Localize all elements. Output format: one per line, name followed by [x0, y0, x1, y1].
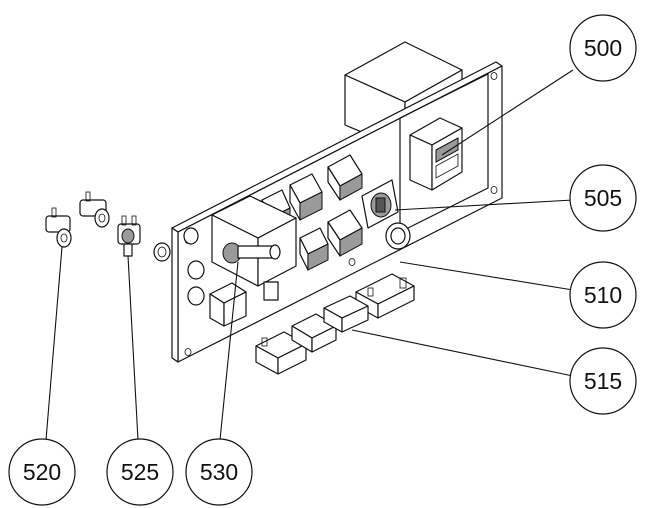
callout-label: 515	[584, 368, 622, 394]
solenoid-valves-515	[255, 295, 369, 375]
valve-525	[117, 215, 141, 257]
cable-gland	[385, 222, 411, 250]
lower-left-box	[209, 282, 247, 327]
rotary-switch-505	[361, 179, 399, 229]
callout-label: 520	[23, 459, 61, 485]
callout-520: 520	[8, 438, 76, 506]
fitting	[187, 260, 205, 280]
callout-label: 510	[584, 282, 622, 308]
mounting-hole	[348, 258, 356, 266]
leader-500	[441, 69, 574, 156]
callout-500: 500	[569, 14, 637, 82]
callout-515: 515	[569, 347, 637, 415]
callout-530: 530	[185, 438, 253, 506]
leader-530	[219, 261, 239, 441]
leader-505	[394, 199, 574, 211]
callout-525: 525	[106, 438, 174, 506]
valve-module	[299, 227, 329, 271]
leader-510	[399, 261, 574, 291]
fitting	[153, 242, 171, 262]
valve-module	[327, 154, 363, 201]
callout-510: 510	[569, 261, 637, 329]
callout-label: 525	[121, 459, 159, 485]
mounting-hole	[184, 348, 192, 356]
solenoid-valve	[323, 295, 369, 333]
solenoid-valves-510	[355, 273, 415, 319]
valve-module	[327, 209, 363, 257]
fitting	[183, 227, 199, 245]
control-unit-500	[409, 117, 463, 191]
callout-label: 505	[584, 185, 622, 211]
valve-module	[289, 173, 323, 221]
water-valves-520	[45, 191, 110, 248]
fitting	[187, 286, 205, 306]
mounting-hole	[490, 186, 498, 194]
callout-label: 530	[200, 459, 238, 485]
leader-515	[351, 329, 574, 377]
callout-label: 500	[584, 35, 622, 61]
leader-525	[127, 255, 139, 441]
callout-505: 505	[569, 164, 637, 232]
pump-assembly-530	[211, 195, 297, 301]
mounting-hole	[490, 72, 498, 80]
leader-lines	[45, 69, 574, 441]
leader-520	[45, 246, 63, 441]
valve-module-row-lower	[299, 209, 363, 271]
water-valve	[79, 191, 110, 228]
plate-fittings	[153, 227, 205, 306]
water-valve	[45, 207, 72, 248]
